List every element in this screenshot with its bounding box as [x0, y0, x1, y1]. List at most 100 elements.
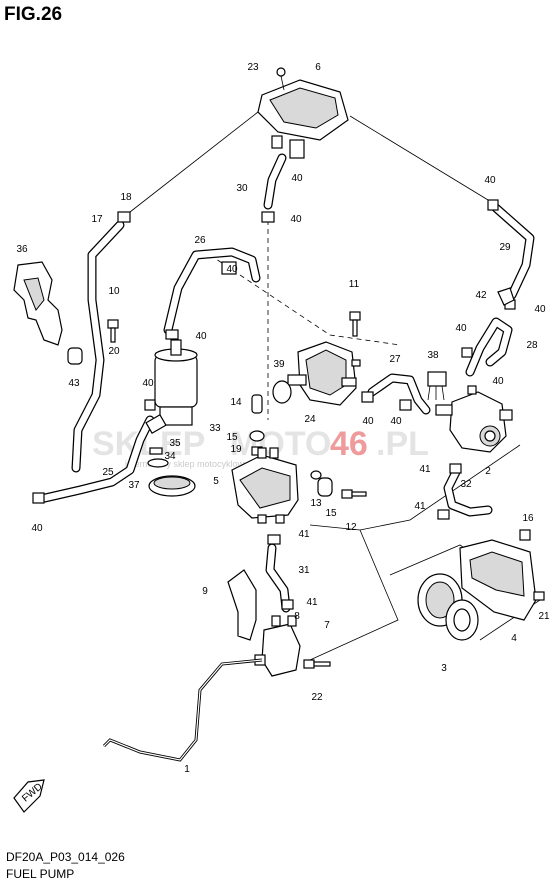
- part-37-clamp-ring: [148, 475, 196, 497]
- part-6-cover: [257, 67, 349, 159]
- callout-31: 31: [298, 565, 310, 576]
- part-11-bolt: [349, 311, 361, 337]
- callout-41: 41: [298, 529, 310, 540]
- watermark-subtitle: internetowy sklep motocyklowy: [125, 459, 249, 469]
- hose-30: [261, 153, 287, 223]
- callout-25: 25: [102, 467, 114, 478]
- callout-6: 6: [315, 62, 321, 73]
- fuel-filter-left: [144, 339, 198, 435]
- part-15-washer: [310, 470, 322, 480]
- callout-40: 40: [31, 523, 43, 534]
- callout-30: 30: [236, 183, 248, 194]
- fwd-arrow-icon: FWD: [13, 779, 45, 813]
- callout-39: 39: [273, 359, 285, 370]
- callout-40: 40: [226, 264, 238, 275]
- part-7-fuel-connector: [254, 615, 301, 677]
- callout-43: 43: [68, 378, 80, 389]
- hose-25: [32, 415, 155, 504]
- callout-26: 26: [194, 235, 206, 246]
- part-20-bolt: [107, 319, 119, 343]
- callout-18: 18: [120, 192, 132, 203]
- figure-name: FUEL PUMP: [6, 867, 75, 881]
- lead-line-18: [129, 111, 259, 213]
- callout-40: 40: [290, 214, 302, 225]
- callout-40: 40: [484, 175, 496, 186]
- part-24-pump-assembly: [287, 341, 361, 406]
- part-36-bracket: [13, 261, 63, 346]
- callout-19: 19: [230, 444, 242, 455]
- figure-title: FIG.26: [4, 4, 63, 25]
- callout-33: 33: [209, 423, 221, 434]
- callout-21: 21: [538, 611, 550, 622]
- callout-38: 38: [427, 350, 439, 361]
- watermark-part3: 46: [330, 425, 368, 463]
- callout-41: 41: [306, 597, 318, 608]
- callout-40: 40: [455, 323, 467, 334]
- guide-line-to-bracket: [309, 529, 399, 661]
- callout-17: 17: [91, 214, 103, 225]
- part-4-cover: [459, 529, 545, 621]
- part-39-o-ring: [272, 380, 292, 404]
- callout-9: 9: [202, 586, 208, 597]
- part-13-grommet: [317, 477, 333, 497]
- part-38-connector: [427, 371, 447, 401]
- callout-37: 37: [128, 480, 140, 491]
- callout-12: 12: [345, 522, 357, 533]
- part-43-grommet: [67, 347, 83, 365]
- callout-15: 15: [325, 508, 337, 519]
- callout-20: 20: [108, 346, 120, 357]
- callout-11: 11: [349, 279, 360, 290]
- callout-36: 36: [16, 244, 28, 255]
- callout-40: 40: [534, 304, 546, 315]
- callout-2: 2: [485, 466, 491, 477]
- callout-40: 40: [291, 173, 303, 184]
- part-3-intake: [417, 573, 479, 641]
- hose-27: [361, 373, 431, 415]
- part-14-spacer: [251, 394, 263, 414]
- callout-40: 40: [362, 416, 374, 427]
- callout-41: 41: [419, 464, 431, 475]
- part-12-bolt: [341, 489, 367, 499]
- part-22-bolt: [303, 659, 331, 669]
- hose-17-10-25: [71, 211, 131, 473]
- callout-40: 40: [195, 331, 207, 342]
- callout-16: 16: [522, 513, 534, 524]
- hose-31: [265, 534, 294, 613]
- callout-40: 40: [142, 378, 154, 389]
- part-42-clip: [497, 287, 515, 306]
- part-9-bracket: [227, 569, 257, 641]
- part-5-fuel-pump: [231, 447, 299, 524]
- callout-7: 7: [324, 620, 330, 631]
- callout-24: 24: [304, 414, 316, 425]
- part-2-pump-cover: [435, 385, 513, 453]
- model-code: DF20A_P03_014_026: [6, 850, 125, 864]
- callout-14: 14: [230, 397, 242, 408]
- callout-40: 40: [390, 416, 402, 427]
- callout-13: 13: [310, 498, 322, 509]
- guide-line-pump-to-inlet: [309, 444, 521, 531]
- hose-26: [163, 247, 261, 340]
- callout-8: 8: [294, 611, 300, 622]
- callout-42: 42: [475, 290, 487, 301]
- callout-4: 4: [511, 633, 517, 644]
- callout-15: 15: [226, 432, 238, 443]
- callout-23: 23: [247, 62, 259, 73]
- callout-3: 3: [441, 663, 447, 674]
- part-15-ring: [249, 430, 265, 442]
- guide-line-hose-26: [209, 254, 401, 346]
- callout-35: 35: [169, 438, 181, 449]
- callout-22: 22: [311, 692, 323, 703]
- watermark: SKLEP MOTO 46 .PL internetowy sklep moto…: [92, 425, 429, 469]
- hose-32: [437, 463, 493, 520]
- watermark-part2: MOTO: [230, 425, 331, 463]
- callout-10: 10: [108, 286, 120, 297]
- part-34-35: [147, 447, 169, 468]
- callout-34: 34: [164, 451, 176, 462]
- callout-27: 27: [389, 354, 401, 365]
- callout-32: 32: [460, 479, 472, 490]
- callout-5: 5: [213, 476, 219, 487]
- callout-40: 40: [492, 376, 504, 387]
- watermark-part4: .PL: [376, 425, 429, 463]
